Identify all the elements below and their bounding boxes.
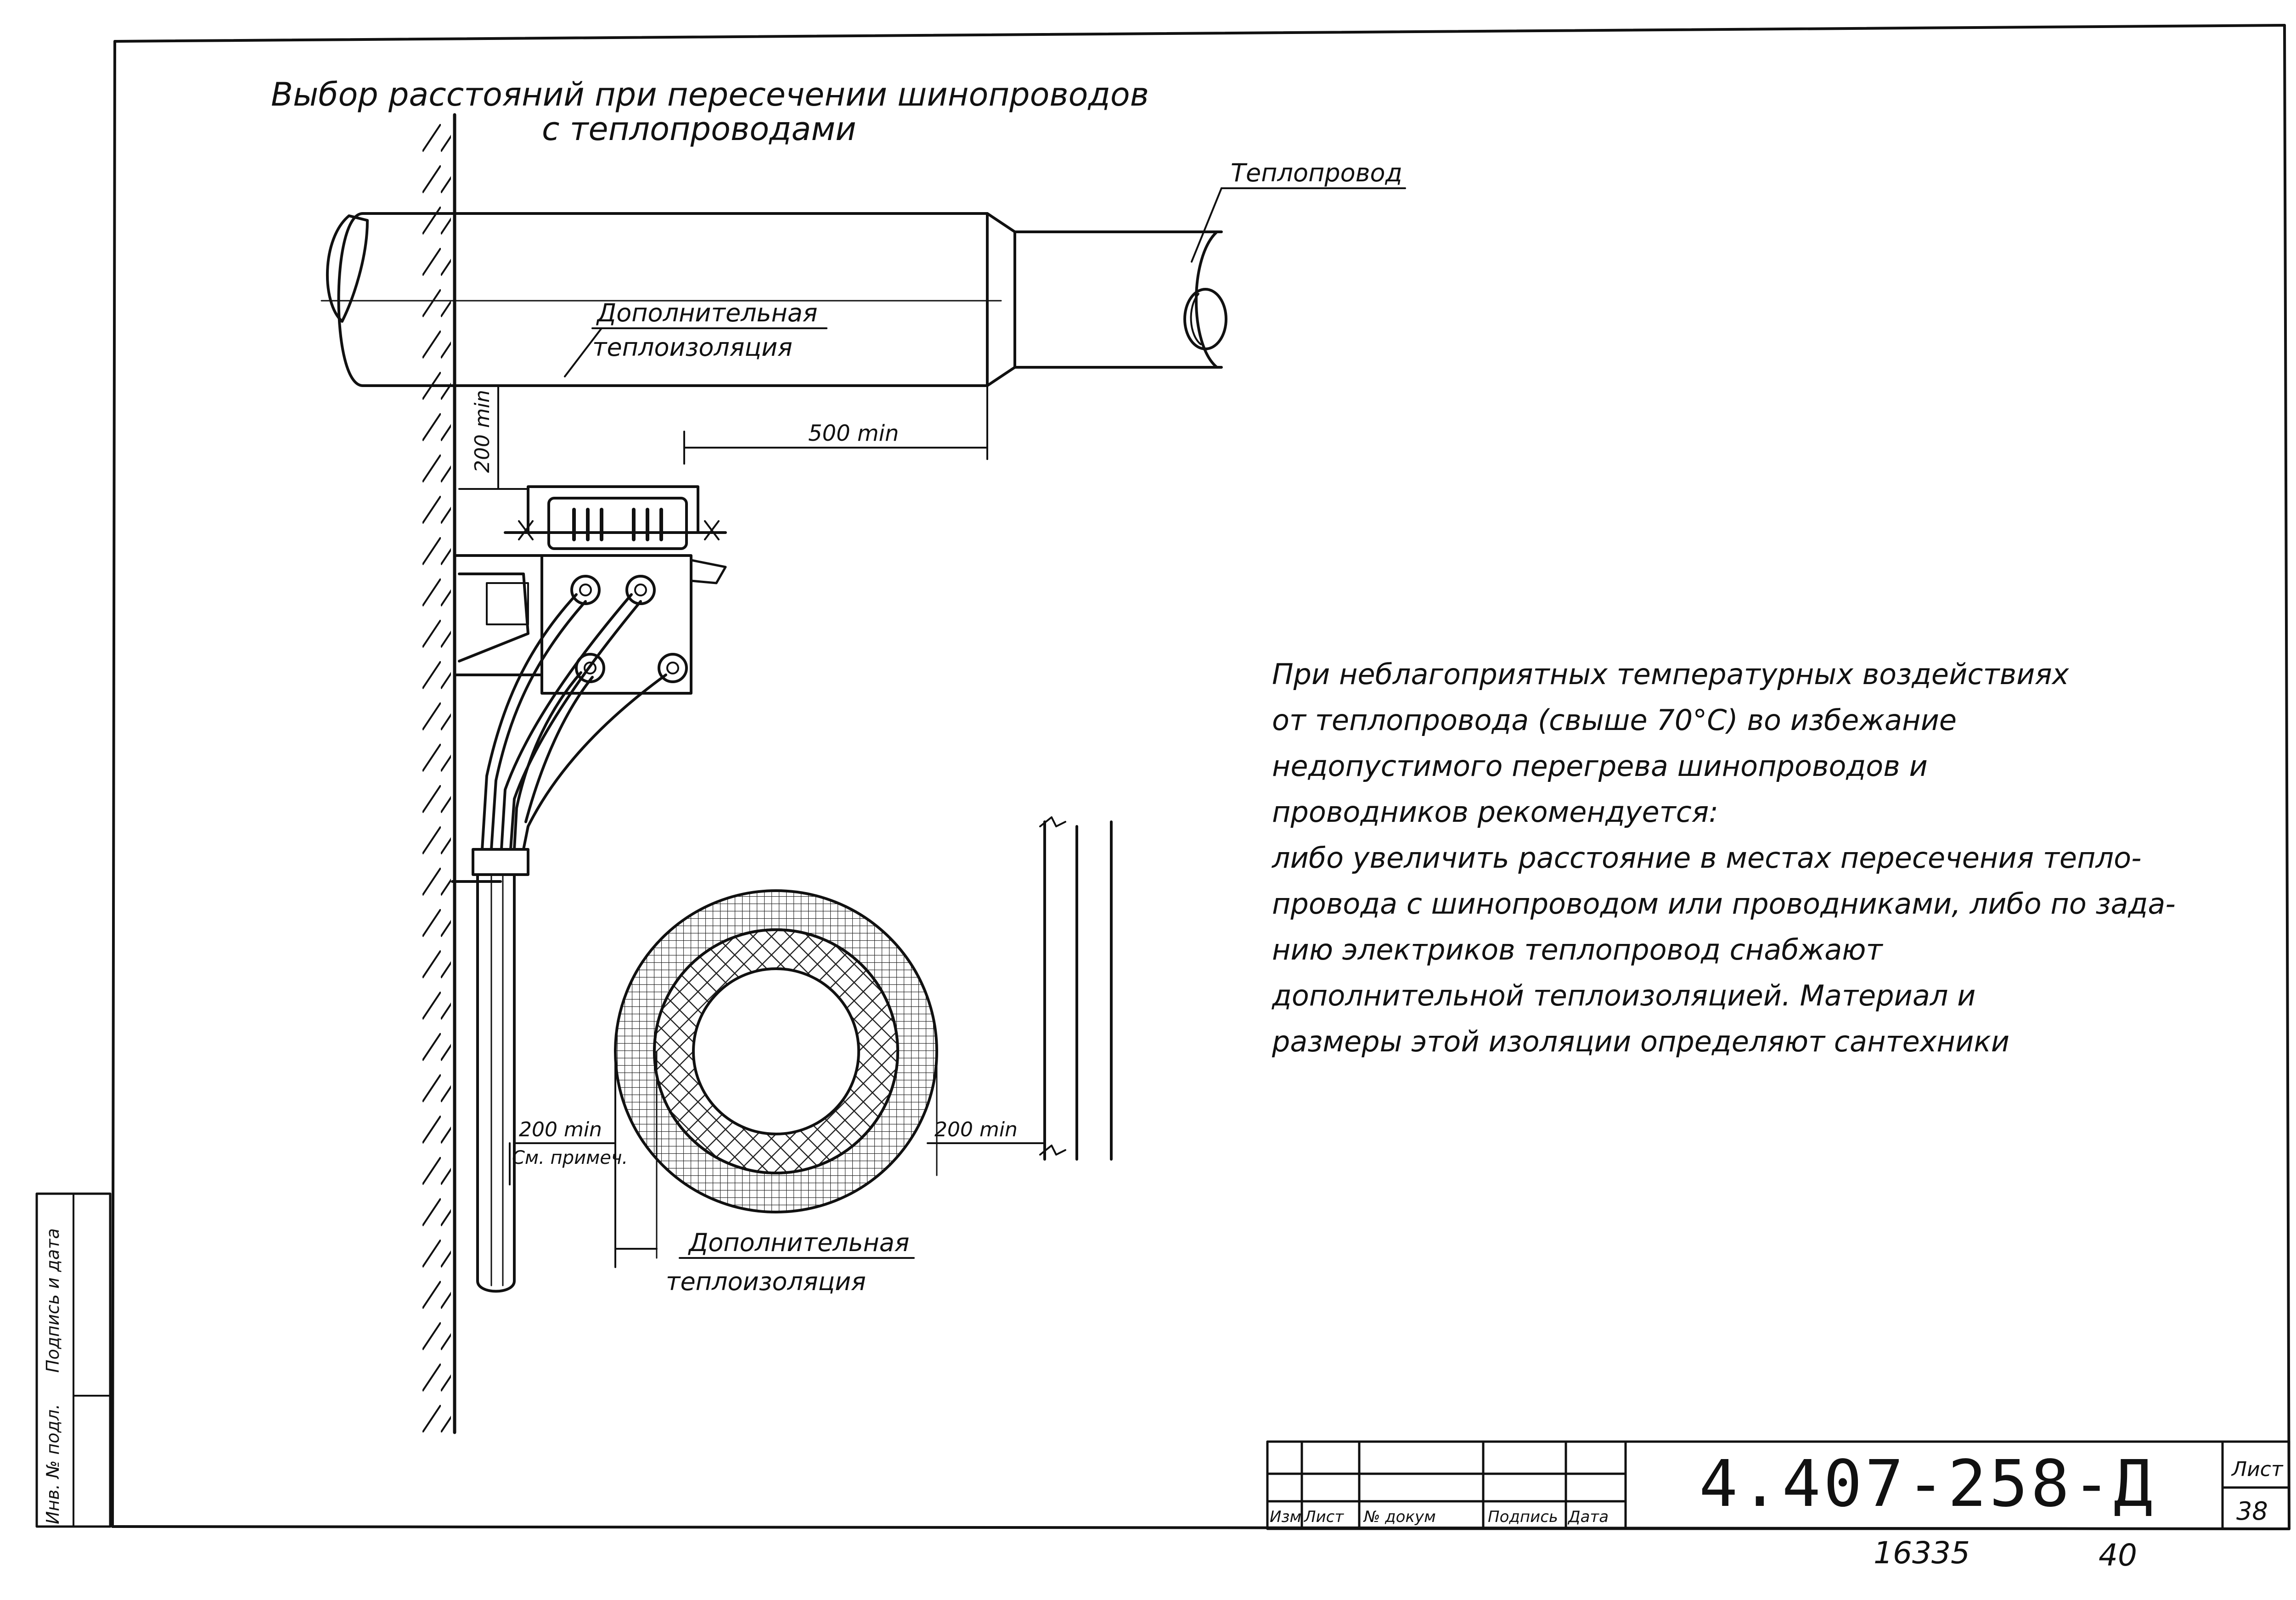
title-block-col-change: Изм — [1270, 1508, 1301, 1526]
dim-200-vertical-label: 200 min — [471, 390, 494, 473]
side-stamp-inventory: Инв. № подл. — [43, 1404, 63, 1524]
dimension-200-vertical: 200 min — [458, 385, 529, 490]
dimension-200-left: 200 min См. примеч. — [509, 1050, 628, 1268]
note-line: провода с шинопроводом или проводниками,… — [1272, 887, 2176, 921]
note-line: дополнительной теплоизоляцией. Материал … — [1272, 979, 1975, 1012]
footer: 16335 40 — [1874, 1535, 2137, 1573]
extra-insulation-top-line2: теплоизоляция — [592, 333, 793, 362]
insulation-bottom-label: Дополнительная теплоизоляция — [614, 1050, 915, 1296]
page-number: 40 — [2099, 1538, 2137, 1573]
note-block: При неблагоприятных температурных воздей… — [1272, 657, 2176, 1058]
dimension-200-right: 200 min — [927, 1050, 1046, 1176]
heat-pipe-labels: Теплопровод Дополнительная теплоизоляция — [564, 158, 1406, 377]
extra-insulation-bottom-line1: Дополнительная — [688, 1228, 909, 1257]
note-line: нию электриков теплопровод снабжают — [1272, 933, 1883, 966]
sheet-number: 38 — [2236, 1497, 2268, 1526]
sheet-frame — [111, 24, 2290, 1530]
title-block: Изм Лист № докум Подпись Дата 4.407-258-… — [1266, 1440, 2290, 1530]
extra-insulation-bottom-line2: теплоизоляция — [666, 1267, 866, 1296]
side-stamp: Инв. № подл. Подпись и дата — [35, 1192, 112, 1528]
title-line-1: Выбор расстояний при пересечении шинопро… — [271, 76, 1149, 113]
note-line: При неблагоприятных температурных воздей… — [1272, 657, 2070, 691]
vertical-conductor — [451, 848, 529, 1293]
note-line: недопустимого перегрева шинопроводов и — [1272, 749, 1928, 783]
heat-pipe-label: Теплопровод — [1231, 158, 1402, 187]
sheet-label: Лист — [2231, 1458, 2284, 1481]
extra-insulation-top-line1: Дополнительная — [596, 298, 817, 327]
dimension-500: 500 min — [683, 385, 988, 465]
bracket-box — [453, 554, 727, 695]
note-line: от теплопровода (свыше 70°С) во избежани… — [1272, 703, 1957, 737]
drawing-title: Выбор расстояний при пересечении шинопро… — [271, 76, 1149, 148]
note-line: проводников рекомендуется: — [1272, 795, 1718, 829]
title-block-col-signature: Подпись — [1488, 1508, 1558, 1526]
dim-500-label: 500 min — [808, 421, 899, 446]
inventory-number: 16335 — [1874, 1535, 1970, 1571]
note-line: либо увеличить расстояние в местах перес… — [1272, 841, 2141, 875]
title-line-2: с теплопроводами — [542, 110, 856, 148]
side-stamp-signature: Подпись и дата — [43, 1228, 63, 1373]
dim-200-left-label: 200 min — [519, 1118, 602, 1141]
wall — [422, 113, 456, 1434]
see-note-label: См. примеч. — [512, 1147, 628, 1168]
title-block-col-date: Дата — [1567, 1508, 1609, 1526]
title-block-col-document: № докум — [1363, 1508, 1436, 1526]
conductors — [481, 593, 667, 851]
insulated-pipe-section — [614, 889, 938, 1213]
note-line: размеры этой изоляции определяют сантехн… — [1272, 1025, 2009, 1058]
heat-pipe — [321, 212, 1227, 387]
dim-200-right-label: 200 min — [934, 1118, 1018, 1141]
document-code: 4.407-258-Д — [1699, 1447, 2155, 1521]
vertical-pipe — [1039, 816, 1113, 1161]
busway — [504, 485, 727, 550]
title-block-col-sheet: Лист — [1303, 1508, 1344, 1526]
